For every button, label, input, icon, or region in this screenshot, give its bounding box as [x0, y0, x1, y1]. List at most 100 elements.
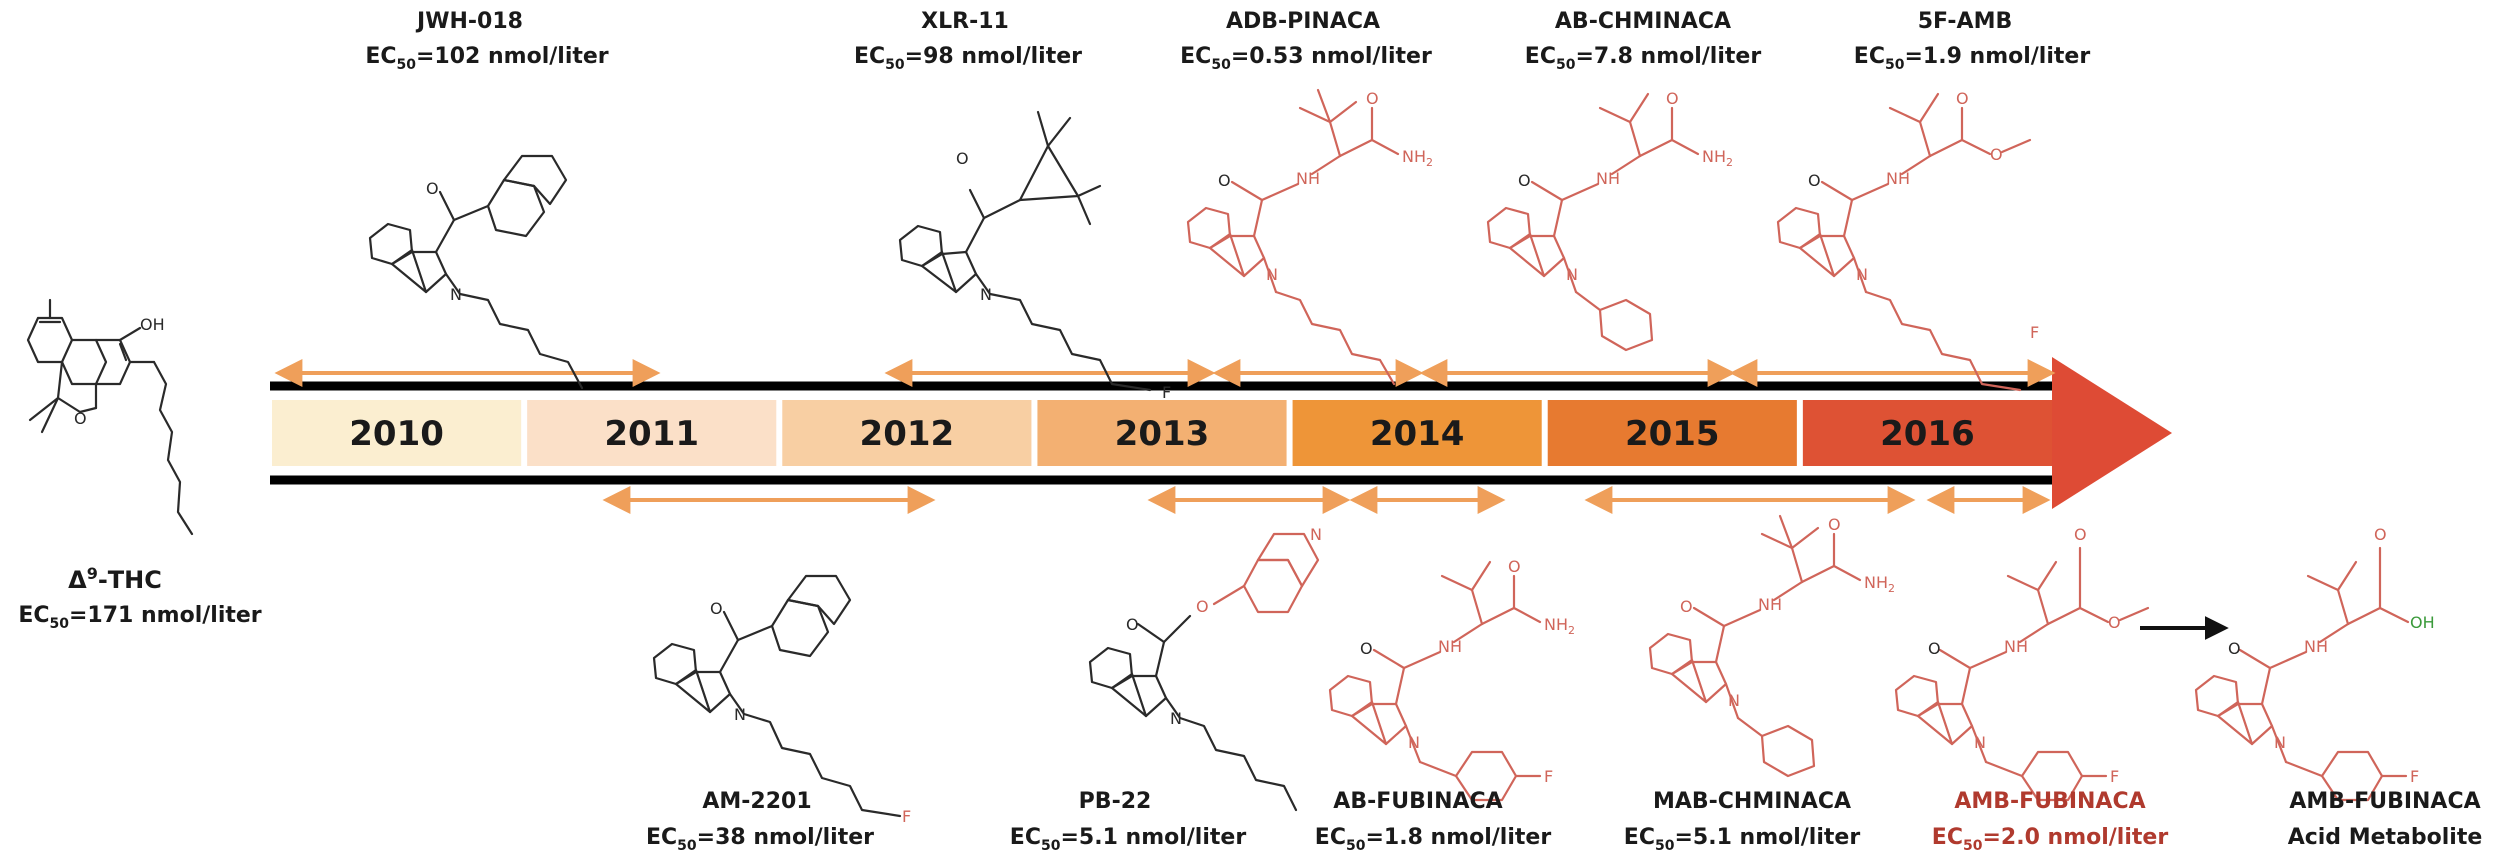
xlr-11-name: XLR-11 [921, 9, 1009, 34]
amb-fubinaca-name: AMB-FUBINACA [1954, 789, 2145, 814]
am-2201-o-label: O [710, 599, 723, 618]
amb-fubinaca-o-label: O [1928, 639, 1941, 658]
am-2201-f-label: F [902, 807, 911, 826]
xlr-11-o-label: O [956, 149, 969, 168]
mab-chminaca-nh2-label: NH2 [1864, 573, 1895, 595]
5f-amb-o2-label: O [1956, 89, 1969, 108]
ab-chminaca-nh2-label: NH2 [1702, 147, 1733, 169]
year-label-2013: 2013 [1115, 414, 1210, 454]
year-band-2013 [1037, 400, 1287, 466]
jwh-018-structure [368, 154, 584, 390]
ab-chminaca-o2-label: O [1666, 89, 1679, 108]
ab-chminaca-name: AB-CHMINACA [1555, 9, 1731, 34]
year-band-2014 [1292, 400, 1542, 466]
mab-chminaca-n-label: N [1728, 691, 1740, 710]
year-band-2016 [1802, 400, 2052, 466]
mab-chminaca-o2-label: O [1828, 515, 1841, 534]
5f-amb-o3-label: O [1990, 145, 2003, 164]
adb-pinaca-o-label: O [1218, 171, 1231, 190]
amb-fubinaca-potency: EC50=2.0 nmol/liter [1932, 825, 2169, 854]
adb-pinaca-nh-label: NH [1296, 169, 1320, 188]
jwh-018-name: JWH-018 [415, 9, 523, 34]
pb-22-quinoline [1212, 532, 1320, 614]
5f-amb-potency: EC50=1.9 nmol/liter [1854, 44, 2091, 73]
pb-22-structure [1088, 614, 1298, 812]
year-label-2012: 2012 [860, 414, 955, 454]
xlr-11-structure [898, 110, 1152, 392]
amb-fubinaca-n-label: N [1974, 733, 1986, 752]
mab-chminaca-potency: EC50=5.1 nmol/liter [1624, 825, 1861, 854]
5f-amb-name: 5F-AMB [1918, 9, 2012, 34]
jwh-018-n-label: N [450, 285, 462, 304]
pb-22-o-label: O [1126, 615, 1139, 634]
am-2201-potency: EC50=38 nmol/liter [646, 825, 874, 854]
thc-o-label: O [74, 409, 87, 428]
ab-chminaca-nh-label: NH [1596, 169, 1620, 188]
thc-structure [26, 298, 194, 536]
ab-chminaca-o-label: O [1518, 171, 1531, 190]
adb-pinaca-potency: EC50=0.53 nmol/liter [1180, 44, 1432, 73]
pb-22-quinoline-n-label: N [1310, 525, 1322, 544]
year-band-2015 [1547, 400, 1797, 466]
span-arrows [274, 359, 2056, 514]
ab-fubinaca-o-label: O [1360, 639, 1373, 658]
timeline-arrowhead [2052, 357, 2172, 509]
year-label-2014: 2014 [1370, 414, 1465, 454]
ab-fubinaca-structure [1328, 560, 1542, 802]
bottom-labels: AM-2201 EC50=38 nmol/liter PB-22 EC50=5.… [646, 789, 2482, 854]
year-label-2015: 2015 [1625, 414, 1720, 454]
acid-metabolite-oh-label: OH [2410, 613, 2435, 632]
mab-chminaca-name: MAB-CHMINACA [1653, 789, 1851, 814]
adb-pinaca-o2-label: O [1366, 89, 1379, 108]
xlr-11-potency: EC50=98 nmol/liter [854, 44, 1082, 73]
amb-fubinaca-structure [1894, 546, 2150, 802]
acid-metabolite-o2-label: O [2374, 525, 2387, 544]
5f-amb-n-label: N [1856, 265, 1868, 284]
amb-fubinaca-f-label: F [2110, 767, 2119, 786]
metabolite-name: AMB-FUBINACA [2289, 789, 2480, 814]
pb-22-o2-label: O [1196, 597, 1209, 616]
pb-22-name: PB-22 [1079, 789, 1152, 814]
ab-fubinaca-name: AB-FUBINACA [1333, 789, 1502, 814]
ab-fubinaca-nh-label: NH [1438, 637, 1462, 656]
year-band-2011 [527, 400, 777, 466]
amb-fubinaca-o3-label: O [2108, 613, 2121, 632]
am-2201-name: AM-2201 [702, 789, 811, 814]
ab-fubinaca-nh2-label: NH2 [1544, 615, 1575, 637]
mab-chminaca-structure [1648, 514, 1862, 778]
ab-chminaca-structure [1486, 92, 1700, 352]
year-label-2011: 2011 [604, 414, 699, 454]
metabolite-subtitle: Acid Metabolite [2288, 825, 2483, 850]
mab-chminaca-o-label: O [1680, 597, 1693, 616]
5f-amb-nh-label: NH [1886, 169, 1910, 188]
acid-metabolite-o-label: O [2228, 639, 2241, 658]
ab-chminaca-potency: EC50=7.8 nmol/liter [1525, 44, 1762, 73]
year-band-2010 [272, 400, 522, 466]
year-label-2010: 2010 [349, 414, 444, 454]
ab-fubinaca-o2-label: O [1508, 557, 1521, 576]
acid-metabolite-nh-label: NH [2304, 637, 2328, 656]
thc-potency: EC50=171 nmol/liter [18, 603, 261, 632]
jwh-018-potency: EC50=102 nmol/liter [365, 44, 608, 73]
pb-22-potency: EC50=5.1 nmol/liter [1010, 825, 1247, 854]
xlr-11-n-label: N [980, 285, 992, 304]
acid-metabolite-f-label: F [2410, 767, 2419, 786]
amb-fubinaca-o2-label: O [2074, 525, 2087, 544]
jwh-018-o-label: O [426, 179, 439, 198]
ab-fubinaca-n-label: N [1408, 733, 1420, 752]
5f-amb-structure [1776, 92, 2032, 392]
thc-name: Δ9-THC [68, 564, 162, 594]
adb-pinaca-name: ADB-PINACA [1226, 9, 1380, 34]
adb-pinaca-nh2-label: NH2 [1402, 147, 1433, 169]
acid-metabolite-n-label: N [2274, 733, 2286, 752]
am-2201-structure [652, 574, 902, 818]
acid-metabolite-structure [2194, 546, 2410, 802]
top-labels: JWH-018 EC50=102 nmol/liter XLR-11 EC50=… [365, 9, 2090, 73]
year-label-2016: 2016 [1880, 414, 1975, 454]
ab-chminaca-n-label: N [1566, 265, 1578, 284]
xlr-11-f-label: F [1162, 383, 1171, 402]
timeline: 2010 2011 2012 2013 2014 2015 2016 [270, 357, 2172, 509]
mab-chminaca-nh-label: NH [1758, 595, 1782, 614]
amb-fubinaca-nh-label: NH [2004, 637, 2028, 656]
